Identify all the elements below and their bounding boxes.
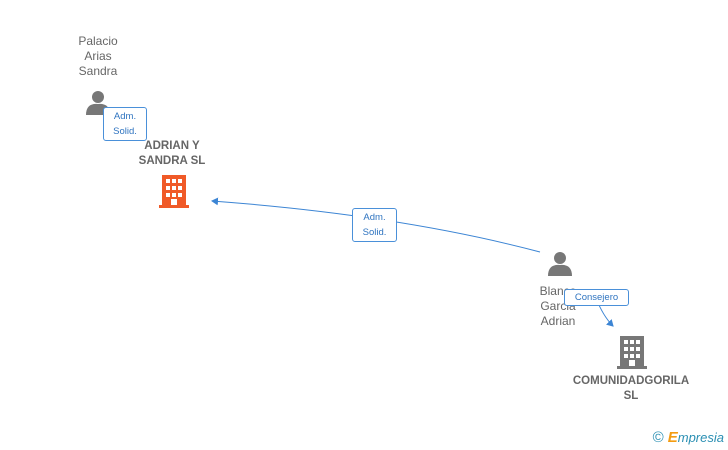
edge-label-palacio-adrian[interactable]: Adm. Solid. [103,107,147,141]
footer-brand: © Empresia [653,429,724,446]
company-label-adrian[interactable]: ADRIAN Y SANDRA SL [138,140,206,167]
building-icon[interactable] [617,336,647,369]
person-icon[interactable] [548,252,572,276]
brand-logo: Empresia [667,429,724,446]
copyright-icon: © [652,429,664,446]
edge-label-blanco-comunidad[interactable]: Consejero [564,289,629,306]
person-label-palacio[interactable]: Palacio Arias Sandra [78,34,118,78]
edge-label-blanco-adrian[interactable]: Adm. Solid. [352,208,397,242]
building-icon[interactable] [159,175,189,208]
company-label-comunidad[interactable]: COMUNIDADGORILA SL [572,375,690,402]
